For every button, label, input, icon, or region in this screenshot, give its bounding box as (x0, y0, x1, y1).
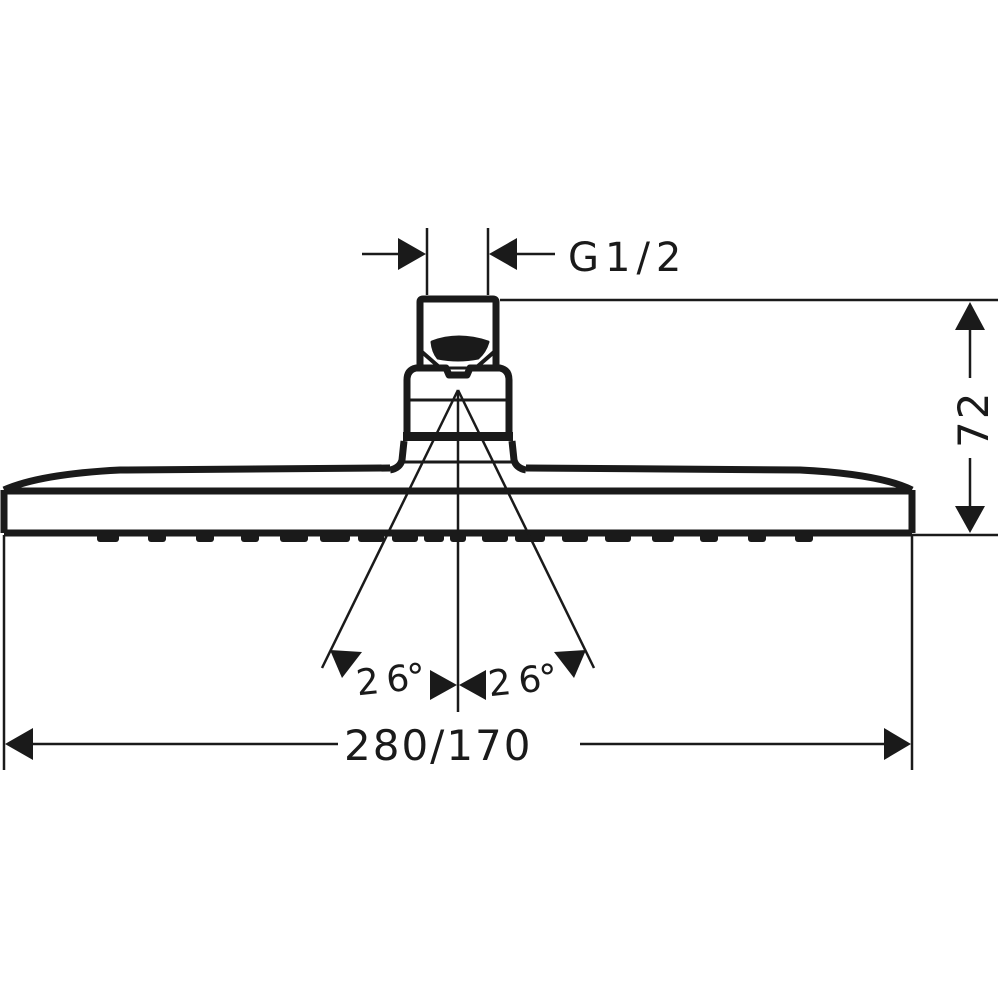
spray-nozzles (97, 533, 813, 542)
width-dimension (2, 535, 914, 770)
height-label: 72 (949, 391, 998, 448)
spray-angle-right-label: 2 6° (486, 657, 557, 705)
connection-label: G1/2 (568, 235, 687, 281)
connector-nut (416, 295, 500, 370)
spray-angle-arrows (330, 650, 586, 700)
width-label: 280/170 (344, 721, 532, 770)
connection-dimension (362, 228, 555, 295)
spray-cone-lines (320, 389, 596, 712)
height-dimension (500, 298, 998, 537)
spray-angle-left-label: 2 6° (354, 657, 425, 705)
